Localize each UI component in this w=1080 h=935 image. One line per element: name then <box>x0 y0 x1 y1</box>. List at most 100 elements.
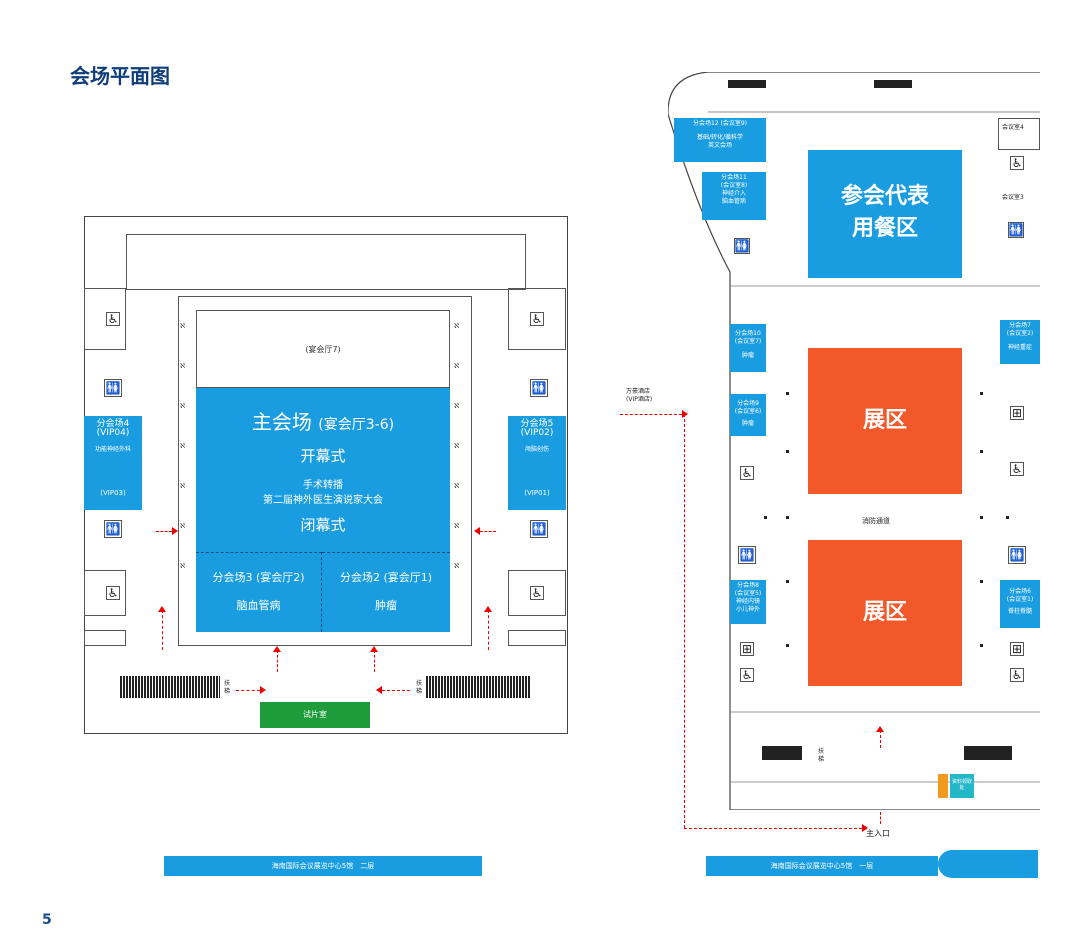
sub-venue-11-topic: 神经介入 <box>721 190 746 197</box>
sub-venue-7: 分会场7 (会议室2) 神经重症 <box>1000 320 1040 364</box>
sub-venue-6: 分会场6 (会议室1) 脊柱脊髓 <box>1000 580 1040 628</box>
hotel-label: 万豪酒店 (VIP酒店) <box>626 388 652 404</box>
sub-venue-4-topic: 功能神经外科 <box>94 446 131 453</box>
arrow-head <box>376 686 382 694</box>
sub-venue-9-label: 分会场9 <box>737 400 759 407</box>
hotel-route <box>684 828 862 829</box>
meeting-room-3-label: 会议室3 <box>1002 194 1024 201</box>
hall-frame <box>178 296 472 646</box>
main-entrance-label: 主入口 <box>866 829 890 838</box>
right-floor-plan: 分会场12 (会议室9) 基础/转化/循科学 英文会场 分会场11 (会议室8)… <box>668 72 1040 838</box>
stairs <box>120 676 220 698</box>
sub-venue-5-label: 分会场5 <box>520 419 554 429</box>
pillar <box>980 644 983 647</box>
preview-room: 试片室 <box>260 702 370 728</box>
meeting-room-4-label: 会议室4 <box>1002 124 1024 131</box>
arrow-head <box>158 606 166 612</box>
arrow-head <box>682 410 688 418</box>
vip01-room: (VIP01) <box>508 476 566 510</box>
arrow-head <box>273 646 281 652</box>
sub-venue-12: 分会场12 (会议室9) 基础/转化/循科学 英文会场 <box>674 118 766 162</box>
sub-venue-12-topic2: 英文会场 <box>707 142 732 149</box>
side-room <box>508 288 566 350</box>
sub-venue-10-room: (会议室7) <box>734 338 762 345</box>
sub-venue-12-topic: 基础/转化/循科学 <box>696 134 744 141</box>
vip03-room: (VIP03) <box>84 476 142 510</box>
entry-arrow <box>880 730 881 748</box>
stairs <box>762 746 802 760</box>
side-room <box>508 570 566 616</box>
pillar <box>764 516 767 519</box>
side-room <box>84 288 126 350</box>
entry-arrow <box>277 650 278 672</box>
accessible-toilet-icon: ♿ <box>106 312 120 326</box>
sub-venue-11: 分会场11 (会议室8) 神经介入 脑血管病 <box>702 172 766 220</box>
sub-venue-7-room: (会议室2) <box>1006 330 1034 337</box>
arrow-head <box>172 527 178 535</box>
dining-line-1: 参会代表 <box>840 184 929 209</box>
accessible-toilet-icon: ♿ <box>740 668 754 682</box>
entry-arrow <box>156 531 172 532</box>
hotel-route <box>620 414 682 415</box>
sub-venue-8: 分会场8 (会议室5) 神经内镜 小儿神外 <box>730 580 766 624</box>
sub-venue-10-topic: 肿瘤 <box>741 352 754 359</box>
right-plan-caption: 海南国际会议展览中心5馆 一层 <box>706 856 938 876</box>
arrow-head <box>260 686 266 694</box>
entry-arrow <box>880 812 881 824</box>
sub-venue-2-label: 分会场2 (宴会厅1) <box>339 571 433 584</box>
expo-area-b: 展区 <box>808 540 962 686</box>
sub-venue-6-label: 分会场6 <box>1009 588 1031 595</box>
sub-venue-8-room: (会议室5) <box>734 590 762 597</box>
stairs <box>964 746 1012 760</box>
pillar <box>980 392 983 395</box>
top-corridor <box>126 234 526 290</box>
sub-venue-2: 分会场2 (宴会厅1) 肿瘤 <box>322 552 450 632</box>
stairs <box>728 80 766 88</box>
speaker-contest: 第二届神外医生演说家大会 <box>263 495 383 506</box>
sub-venue-10: 分会场10 (会议室7) 肿瘤 <box>730 324 766 372</box>
entry-arrow <box>236 690 260 691</box>
restroom-icon: 🚻 <box>1008 222 1024 238</box>
pillar <box>786 580 789 583</box>
sub-venue-4-label: 分会场4 <box>96 419 130 429</box>
pillar <box>786 516 789 519</box>
left-plan-caption: 海南国际会议展览中心5馆 二层 <box>164 856 482 876</box>
entry-arrow <box>162 610 163 650</box>
entry-arrow <box>374 650 375 672</box>
sub-venue-11-topic2: 脑血管病 <box>721 198 746 205</box>
sub-venue-9-room: (会议室6) <box>734 408 762 415</box>
main-venue-sub: (宴会厅3-6) <box>318 417 395 433</box>
restroom-icon: 🚻 <box>530 379 548 397</box>
accessible-toilet-icon: ♿ <box>740 466 754 480</box>
hotel-name: 万豪酒店 <box>626 388 651 395</box>
pillar <box>786 450 789 453</box>
sub-venue-3-topic: 脑血管病 <box>236 599 281 612</box>
entry-arrow <box>382 690 410 691</box>
sub-venue-5: 分会场5 (VIP02) 颅脑创伤 <box>508 416 566 476</box>
side-room <box>84 570 126 616</box>
dining-line-2: 用餐区 <box>851 216 918 241</box>
restroom-icon: 🚻 <box>734 238 750 254</box>
accessible-toilet-icon: ♿ <box>1010 462 1024 476</box>
escalator-label: 扶梯 <box>224 680 231 695</box>
restroom-icon: 🚻 <box>530 520 548 538</box>
elevator-icon: ⊞ <box>740 642 754 656</box>
restroom-icon: 🚻 <box>104 520 122 538</box>
sub-venue-8-topic2: 小儿神外 <box>735 606 760 613</box>
sub-venue-11-room: (会议室8) <box>720 182 748 189</box>
elevator-icon: ⊞ <box>1010 642 1024 656</box>
entry-arrow <box>480 531 496 532</box>
sub-venue-10-label: 分会场10 <box>735 330 761 337</box>
elevator-icon: ⊞ <box>1010 406 1024 420</box>
stairs <box>426 676 530 698</box>
accessible-toilet-icon: ♿ <box>1010 668 1024 682</box>
sub-venue-8-topic: 神经内镜 <box>735 598 760 605</box>
pillar <box>980 516 983 519</box>
sub-venue-2-topic: 肿瘤 <box>375 599 397 612</box>
restroom-icon: 🚻 <box>1008 546 1026 564</box>
hotel-route <box>684 414 685 828</box>
stairs <box>874 80 912 88</box>
sub-venue-7-label: 分会场7 <box>1009 322 1031 329</box>
